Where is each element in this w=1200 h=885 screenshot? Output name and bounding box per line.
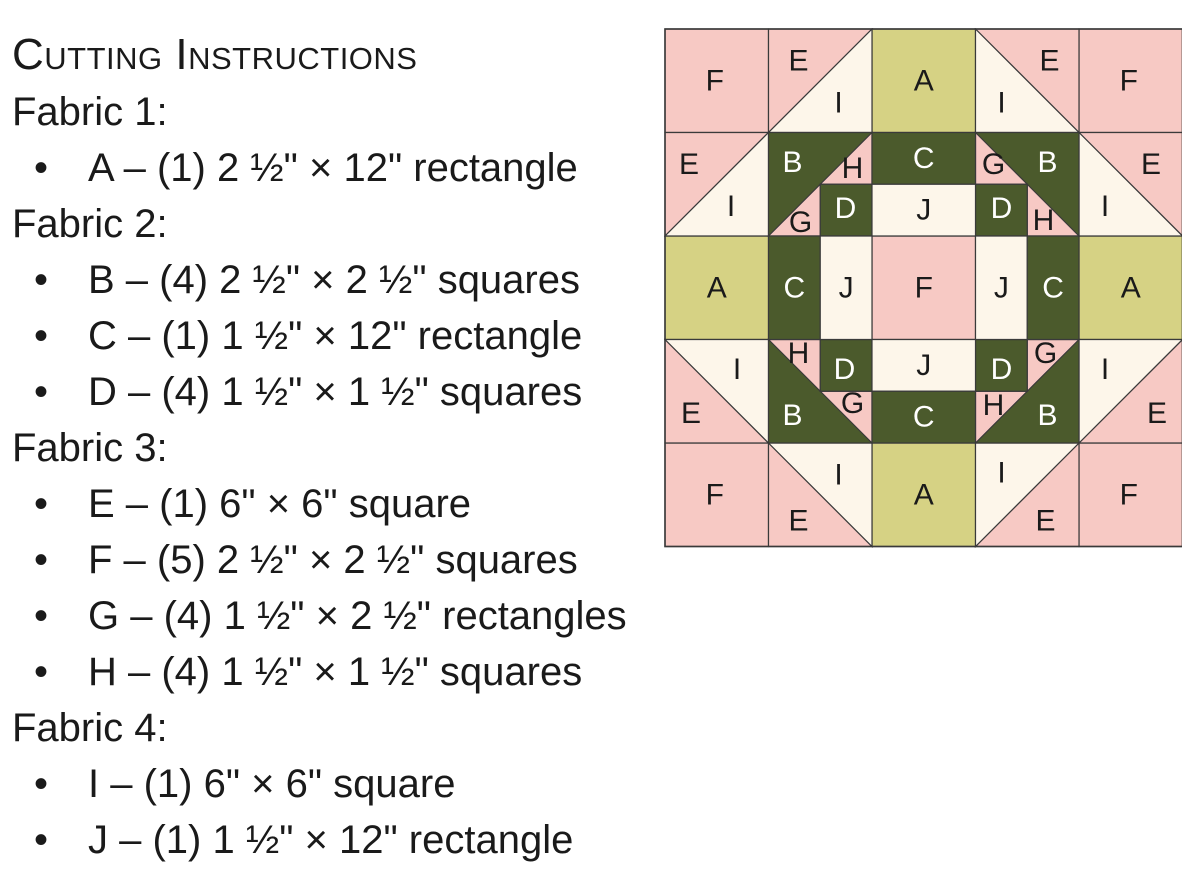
fabric-heading: Fabric 1: xyxy=(12,90,168,134)
patch-label-j: J xyxy=(916,194,931,227)
patch-label-h: H xyxy=(788,337,810,370)
patch-label-g: G xyxy=(982,148,1005,181)
cut-list: B – (4) 2 ½" × 2 ½" squares C – (1) 1 ½"… xyxy=(12,252,662,420)
fabric-section-1: Fabric 1: A – (1) 2 ½" × 12" rectangle xyxy=(12,84,662,196)
patch-label-d: D xyxy=(834,353,856,386)
fabric-section-2: Fabric 2: B – (4) 2 ½" × 2 ½" squares C … xyxy=(12,196,662,420)
cut-item: A – (1) 2 ½" × 12" rectangle xyxy=(12,140,662,196)
cut-item: B – (4) 2 ½" × 2 ½" squares xyxy=(12,252,662,308)
cut-list: E – (1) 6" × 6" square F – (5) 2 ½" × 2 … xyxy=(12,476,662,700)
patch-label-f: F xyxy=(706,64,724,97)
patch-label-e: E xyxy=(788,505,808,538)
patch-label-f: F xyxy=(1120,64,1138,97)
patch-label-d: D xyxy=(991,192,1013,225)
patch-label-b: B xyxy=(782,399,802,432)
patch-label-b: B xyxy=(1037,146,1057,179)
cut-item: D – (4) 1 ½" × 1 ½" squares xyxy=(12,364,662,420)
patch-label-g: G xyxy=(789,206,812,239)
patch-label-b: B xyxy=(1037,399,1057,432)
cut-item: I – (1) 6" × 6" square xyxy=(12,756,662,812)
patch-label-a: A xyxy=(914,64,934,97)
patch-label-a: A xyxy=(707,271,727,304)
patch-label-e: E xyxy=(681,397,701,430)
cut-item: C – (1) 1 ½" × 12" rectangle xyxy=(12,308,662,364)
patch-label-h: H xyxy=(983,389,1005,422)
patch-label-j: J xyxy=(916,349,931,382)
patch-label-a: A xyxy=(1121,271,1141,304)
patch-label-e: E xyxy=(1039,45,1059,78)
cut-item: J – (1) 1 ½" × 12" rectangle xyxy=(12,812,662,868)
patch-label-i: I xyxy=(733,353,741,386)
patch-label-f: F xyxy=(915,271,933,304)
block-outline xyxy=(664,28,1182,548)
patch-label-i: I xyxy=(997,87,1005,120)
cut-list: I – (1) 6" × 6" square J – (1) 1 ½" × 12… xyxy=(12,756,662,868)
patch-label-f: F xyxy=(1120,478,1138,511)
patch-label-i: I xyxy=(834,87,842,120)
patch-label-i: I xyxy=(834,459,842,492)
patch-label-h: H xyxy=(842,152,864,185)
patch-label-e: E xyxy=(1141,148,1161,181)
patch-label-i: I xyxy=(727,190,735,223)
patch-label-e: E xyxy=(1035,505,1055,538)
fabric-section-3: Fabric 3: E – (1) 6" × 6" square F – (5)… xyxy=(12,420,662,700)
patch-label-i: I xyxy=(997,457,1005,490)
cut-item: F – (5) 2 ½" × 2 ½" squares xyxy=(12,532,662,588)
cut-item: E – (1) 6" × 6" square xyxy=(12,476,662,532)
patch-c xyxy=(1026,235,1080,341)
patch-label-d: D xyxy=(835,192,857,225)
patch-label-c: C xyxy=(913,401,935,434)
patch-label-h: H xyxy=(1033,204,1055,237)
patch-label-e: E xyxy=(788,45,808,78)
cut-list: A – (1) 2 ½" × 12" rectangle xyxy=(12,140,662,196)
cut-item: G – (4) 1 ½" × 2 ½" rectangles xyxy=(12,588,662,644)
patch-label-b: B xyxy=(782,146,802,179)
patch-c xyxy=(871,390,977,444)
cut-item: H – (4) 1 ½" × 1 ½" squares xyxy=(12,644,662,700)
patch-label-c: C xyxy=(1042,271,1064,304)
cutting-instructions: Cutting Instructions Fabric 1: A – (1) 2… xyxy=(12,26,662,868)
patch-label-e: E xyxy=(679,148,699,181)
fabric-section-4: Fabric 4: I – (1) 6" × 6" square J – (1)… xyxy=(12,700,662,868)
fabric-heading: Fabric 2: xyxy=(12,202,168,246)
patch-label-a: A xyxy=(914,478,934,511)
fabric-heading: Fabric 3: xyxy=(12,426,168,470)
patch-label-f: F xyxy=(706,478,724,511)
patch-label-c: C xyxy=(913,142,935,175)
patch-label-i: I xyxy=(1101,190,1109,223)
patch-j xyxy=(819,235,873,341)
patch-label-i: I xyxy=(1101,353,1109,386)
patch-label-j: J xyxy=(994,271,1009,304)
patch-label-e: E xyxy=(1147,397,1167,430)
page-title: Cutting Instructions xyxy=(12,30,418,79)
patch-label-c: C xyxy=(784,271,806,304)
fabric-heading: Fabric 4: xyxy=(12,706,168,750)
patch-label-g: G xyxy=(841,387,864,420)
patch-label-g: G xyxy=(1034,337,1057,370)
patch-label-d: D xyxy=(991,353,1013,386)
patch-label-j: J xyxy=(839,271,854,304)
